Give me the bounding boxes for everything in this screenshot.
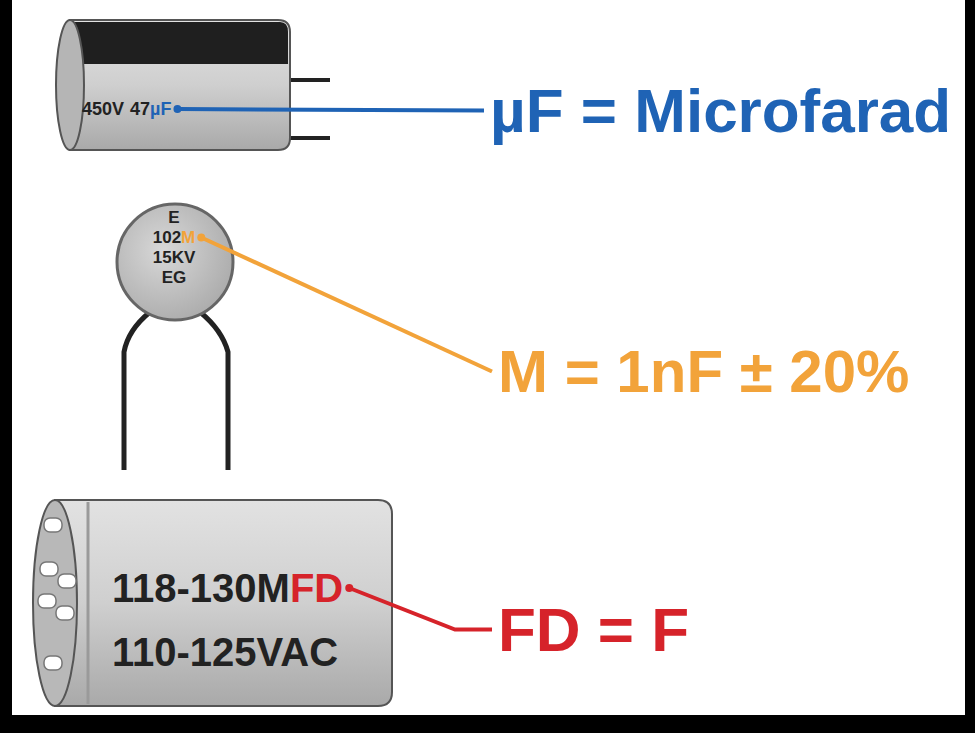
cap-marking: 450V 47µF bbox=[82, 98, 171, 120]
run-cap-marking: 118-130MFD 110-125VAC bbox=[112, 556, 343, 684]
capacitance-value: 47 bbox=[130, 99, 150, 119]
terminal bbox=[44, 518, 62, 532]
lead-wire bbox=[124, 312, 150, 470]
leader-line bbox=[177, 109, 484, 111]
voltage-rating: 110-125VAC bbox=[112, 630, 338, 674]
leader-line bbox=[201, 238, 492, 372]
maker-code: EG bbox=[162, 268, 187, 287]
marking-line: 102M bbox=[132, 228, 216, 248]
leader-line bbox=[349, 588, 492, 630]
terminal bbox=[38, 594, 56, 608]
lead-wire bbox=[285, 78, 330, 82]
marking-line: 15KV bbox=[132, 248, 216, 268]
tolerance-code: M bbox=[181, 228, 195, 247]
terminal bbox=[58, 574, 76, 588]
disc-marking: E 102M 15KV EG bbox=[132, 208, 216, 288]
electrolytic-capacitor bbox=[56, 20, 330, 150]
voltage-rating: 15KV bbox=[153, 248, 196, 267]
terminal bbox=[44, 656, 62, 670]
lead-wire bbox=[285, 136, 330, 140]
run-capacitor bbox=[33, 500, 392, 706]
terminal bbox=[56, 606, 74, 620]
leader-dot bbox=[197, 234, 205, 242]
lead-wire bbox=[200, 312, 228, 470]
marking-line: 110-125VAC bbox=[112, 620, 343, 684]
marking-line: E bbox=[132, 208, 216, 228]
marking-line: 118-130MFD bbox=[112, 556, 343, 620]
leader-dot bbox=[345, 584, 353, 592]
terminal bbox=[40, 562, 58, 576]
voltage-rating: 450V bbox=[82, 99, 124, 119]
maker-code: E bbox=[168, 208, 179, 227]
unit-marking: µF bbox=[150, 99, 171, 119]
explanation-label: M = 1nF ± 20% bbox=[498, 340, 909, 403]
explanation-label: µF = Microfarad bbox=[490, 78, 951, 143]
leader-dot bbox=[173, 105, 181, 113]
capacitance-code: 102 bbox=[153, 228, 181, 247]
unit-marking: FD bbox=[290, 566, 343, 610]
marking-line: EG bbox=[132, 268, 216, 288]
capacitance-range: 118-130M bbox=[112, 566, 290, 610]
explanation-label: FD = F bbox=[498, 597, 689, 662]
